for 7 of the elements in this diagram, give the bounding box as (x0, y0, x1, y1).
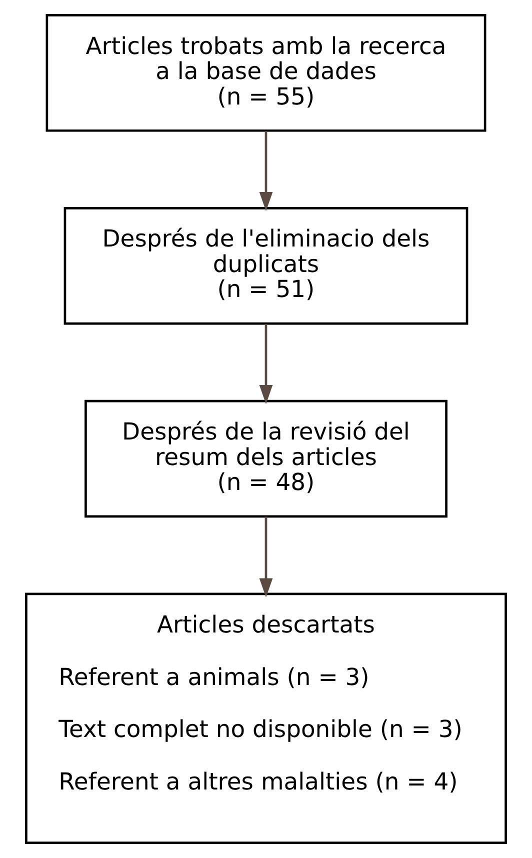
arrow (259, 516, 273, 598)
node-box: Articles trobats amb la recerca a la base de dades (n = 55) (46, 14, 486, 132)
arrow (259, 131, 273, 212)
node-box: Articles descartats Referent a animals (n = 3) Text complet no disponible (n = 3) Referent a altres malalties (n = 4) (25, 592, 507, 844)
node-box: Després de l'eliminacio dels duplicats (n = 51) (64, 206, 468, 325)
node-box: Després de la revisió del resum dels articles (n = 48) (84, 400, 448, 518)
arrow (259, 324, 273, 404)
